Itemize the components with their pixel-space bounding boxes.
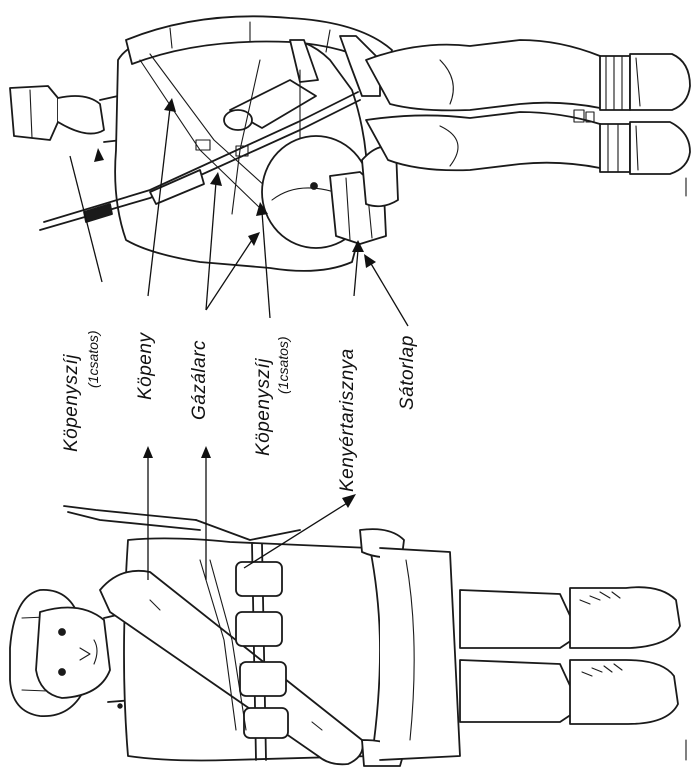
label-kopenyszij-top: Köpenyszíj bbox=[62, 354, 81, 452]
label-kopenyszij-mid: Köpenyszíj bbox=[254, 358, 273, 456]
label-kopenyszij-top-note: (1csatos) bbox=[86, 330, 100, 388]
label-kopenyszij-mid-note: (1csatos) bbox=[276, 336, 290, 394]
label-satorlap: Sátorlap bbox=[398, 335, 417, 410]
back-view-soldier bbox=[10, 16, 690, 271]
front-view-soldier bbox=[10, 506, 686, 766]
label-kopeny: Köpeny bbox=[136, 333, 155, 400]
label-kenyertarisznya: Kenyértarisznya bbox=[338, 348, 357, 492]
label-gazalarc: Gázálarc bbox=[190, 340, 209, 420]
